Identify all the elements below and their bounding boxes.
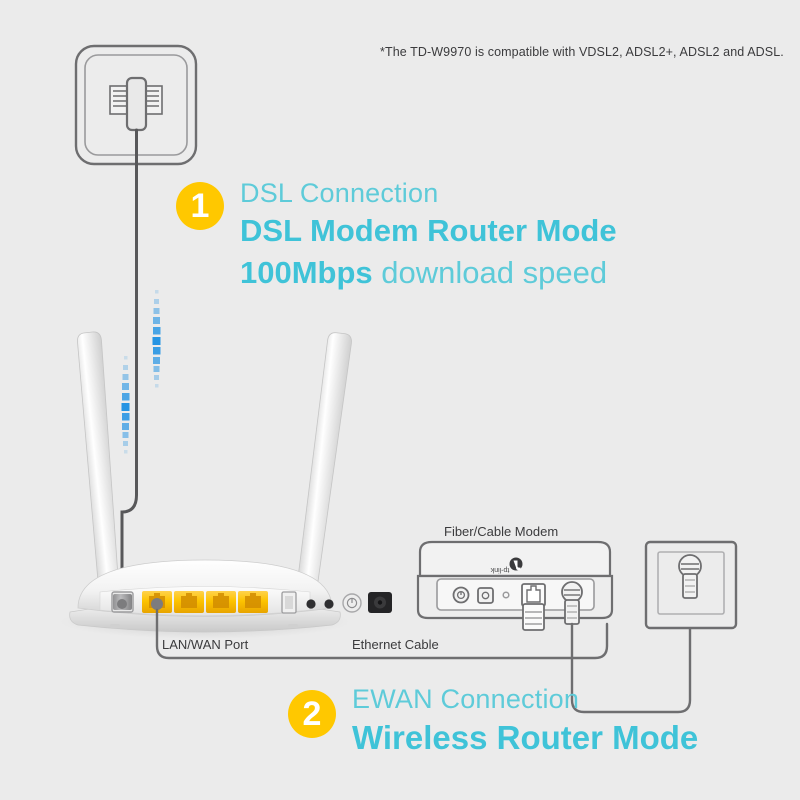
coax-wall-outlet [644,540,738,630]
wps-button[interactable] [324,599,334,609]
lan-port-3 [206,591,236,613]
modem-led-indicator [502,591,510,599]
callout-1-speed-value: 100Mbps [240,255,373,290]
router-foot-right [288,624,298,628]
modem-power-jack[interactable] [477,587,494,604]
callout-1-speed-suffix: download speed [372,255,608,290]
callout-1-title: DSL Modem Router Mode [240,213,617,248]
svg-text:tp-link: tp-link [490,566,509,573]
callout-2-text: EWAN Connection Wireless Router Mode [352,682,698,760]
dsl-cable [120,128,138,602]
fiber-cable-modem: tp-link [416,540,614,631]
callout-1-badge: 1 [176,182,224,230]
dsl-port[interactable] [111,591,134,613]
signal-dots-left [121,356,130,454]
label-fiber-cable-modem: Fiber/Cable Modem [444,524,559,539]
tp-link-mark-icon [509,557,523,571]
power-jack[interactable] [368,592,392,613]
tp-link-router [60,331,392,639]
modem-power-button[interactable] [452,586,470,604]
label-lan-wan-port: LAN/WAN Port [162,637,249,652]
lan-port-1-plug [151,598,163,610]
callout-2-subtitle: EWAN Connection [352,684,580,714]
lan-port-2 [174,591,204,613]
coax-cable [570,576,692,714]
modem-coax-connector[interactable] [561,581,583,625]
dsl-wall-socket [74,44,198,166]
callout-1-speed: 100Mbps download speed [240,252,617,294]
compatibility-disclaimer: *The TD-W9970 is compatible with VDSL2, … [380,45,784,59]
antenna-right [294,332,352,610]
usb-port[interactable] [281,591,297,614]
callout-1-text: DSL Connection DSL Modem Router Mode 100… [240,176,617,294]
ethernet-plug [522,603,545,631]
ethernet-cable [155,608,609,660]
callout-1-subtitle: DSL Connection [240,178,439,208]
lan-ports[interactable] [142,591,268,613]
lan-port-4 [238,591,268,613]
modem-port-panel [436,578,595,611]
tp-link-logo: tp-link [490,566,509,573]
signal-dots-right [152,290,161,388]
reset-button[interactable] [306,599,316,609]
modem-ethernet-port[interactable] [521,583,546,607]
callout-2-badge: 2 [288,690,336,738]
power-button[interactable] [342,593,362,613]
label-ethernet-cable: Ethernet Cable [352,637,439,652]
callout-2-title: Wireless Router Mode [352,719,699,756]
router-foot-left [110,624,120,628]
